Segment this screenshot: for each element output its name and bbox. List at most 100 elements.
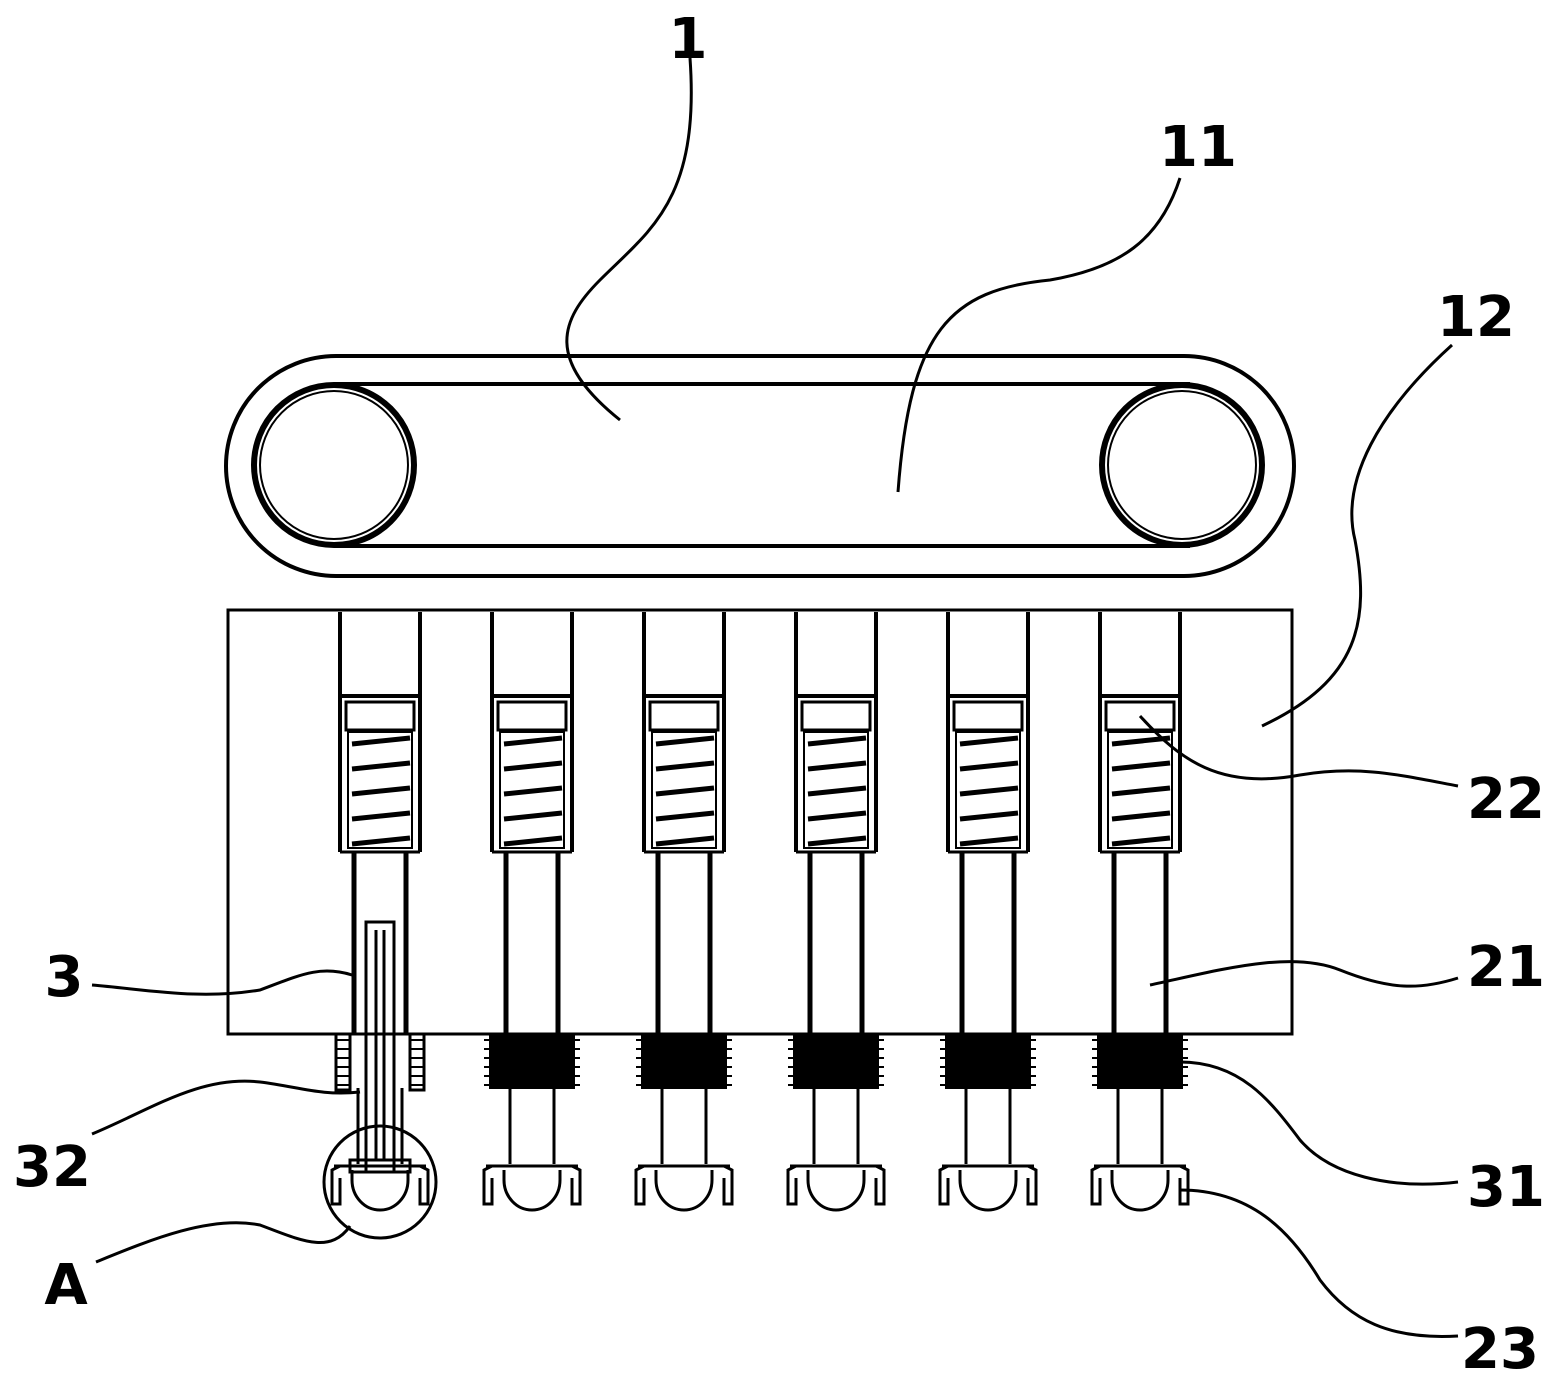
spring-coil: [959, 835, 1019, 847]
right-roller-outer: [1099, 382, 1265, 548]
label-21: 21: [1467, 935, 1545, 1000]
clip-right: [874, 1164, 886, 1206]
spring-housing: [347, 731, 413, 849]
spring-housing: [1107, 731, 1173, 849]
thread-right: [408, 1032, 426, 1092]
clip-right: [722, 1164, 734, 1206]
leader-11: [896, 177, 1182, 493]
spring-coil: [351, 735, 411, 747]
spring-coil: [351, 785, 411, 797]
label-a: A: [44, 1253, 88, 1318]
threaded-collar: [489, 1033, 575, 1089]
suction-cup: [958, 1170, 1018, 1212]
spring-coil: [959, 760, 1019, 772]
threaded-collar: [641, 1033, 727, 1089]
spring-coil: [1111, 810, 1171, 822]
spring-coil: [1111, 835, 1171, 847]
spring-coil: [1111, 735, 1171, 747]
spring-housing: [803, 731, 869, 849]
threaded-collar: [945, 1033, 1031, 1089]
spring-coil: [807, 735, 867, 747]
spring-housing: [651, 731, 717, 849]
spring-coil: [1111, 785, 1171, 797]
spring-coil: [503, 760, 563, 772]
suction-units: [330, 612, 1190, 1212]
suction-cup: [806, 1170, 866, 1212]
clip-left: [330, 1164, 342, 1206]
piston-head: [800, 700, 872, 732]
leader-lines: [91, 57, 1459, 1338]
piston-head: [496, 700, 568, 732]
label-22: 22: [1467, 767, 1545, 832]
label-11: 11: [1159, 115, 1237, 180]
leader-a: [95, 1221, 352, 1264]
spring-coil: [959, 735, 1019, 747]
spring-coil: [1111, 760, 1171, 772]
spring-coil: [959, 785, 1019, 797]
spring-coil: [655, 760, 715, 772]
clip-left: [634, 1164, 646, 1206]
leader-32: [91, 1079, 361, 1136]
clip-left: [482, 1164, 494, 1206]
suction-cup: [350, 1170, 410, 1212]
leader-22: [1138, 714, 1459, 788]
spring-coil: [351, 810, 411, 822]
suction-cup: [654, 1170, 714, 1212]
label-23: 23: [1461, 1317, 1539, 1382]
leader-21: [1149, 960, 1459, 988]
belt-outer-housing: [224, 354, 1296, 578]
spring-housing: [955, 731, 1021, 849]
spring-coil: [655, 835, 715, 847]
spring-coil: [959, 810, 1019, 822]
clip-right: [1178, 1164, 1190, 1206]
spring-coil: [503, 785, 563, 797]
reference-labels: 1 11 12 22 21 3 32 31 A 23: [13, 7, 1545, 1382]
leader-23: [1179, 1188, 1459, 1338]
conveyor-belt: [224, 354, 1296, 578]
label-3: 3: [45, 945, 84, 1010]
spring-coil: [503, 810, 563, 822]
suction-cup: [502, 1170, 562, 1212]
clip-right: [570, 1164, 582, 1206]
threaded-collar: [1097, 1033, 1183, 1089]
spring-coil: [655, 810, 715, 822]
spring-housing: [499, 731, 565, 849]
piston-head: [344, 700, 416, 732]
leader-12: [1261, 343, 1454, 728]
left-roller-outer: [251, 382, 417, 548]
mounting-block: [226, 608, 1294, 1036]
threaded-collar: [793, 1033, 879, 1089]
label-12: 12: [1437, 285, 1515, 350]
right-roller-inner: [1107, 390, 1257, 540]
spring-coil: [655, 735, 715, 747]
piston-head: [648, 700, 720, 732]
clip-right: [1026, 1164, 1038, 1206]
spring-coil: [807, 760, 867, 772]
clip-left: [1090, 1164, 1102, 1206]
label-1: 1: [669, 7, 708, 72]
spring-coil: [807, 835, 867, 847]
leader-31: [1179, 1060, 1459, 1186]
suction-unit: [1090, 612, 1190, 1212]
suction-unit: [634, 612, 734, 1212]
spring-coil: [807, 810, 867, 822]
suction-unit: [938, 612, 1038, 1212]
inner-rod-foot: [348, 1158, 412, 1174]
suction-unit: [482, 612, 582, 1212]
spring-coil: [351, 835, 411, 847]
clip-left: [938, 1164, 950, 1206]
spring-coil: [503, 735, 563, 747]
label-32: 32: [13, 1135, 91, 1200]
spring-coil: [503, 835, 563, 847]
label-31: 31: [1467, 1155, 1545, 1220]
spring-coil: [655, 785, 715, 797]
left-roller-inner: [259, 390, 409, 540]
clip-left: [786, 1164, 798, 1206]
piston-head: [1104, 700, 1176, 732]
leader-1: [565, 57, 693, 422]
suction-unit: [330, 612, 430, 1212]
spring-coil: [807, 785, 867, 797]
suction-unit: [786, 612, 886, 1212]
spring-coil: [351, 760, 411, 772]
